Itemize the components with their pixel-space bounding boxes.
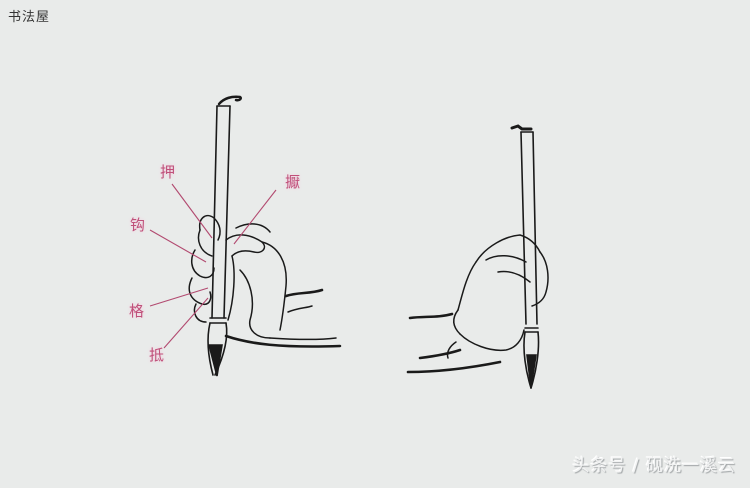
- leader-ye: [233, 189, 277, 245]
- left-brush: [207, 95, 243, 377]
- leader-di: [163, 297, 209, 349]
- label-ge: 格: [129, 302, 145, 320]
- right-hand: [406, 234, 549, 374]
- right-brush: [510, 124, 540, 389]
- label-ya: 押: [160, 163, 176, 181]
- watermark: 头条号 / 砚洗一溪云: [572, 456, 736, 476]
- label-gou: 钩: [130, 216, 146, 234]
- label-di: 抵: [149, 346, 165, 364]
- leader-lines: [149, 183, 277, 349]
- leader-ya: [171, 183, 213, 239]
- label-ye: 擫: [285, 173, 301, 191]
- site-title: 书法屋: [8, 10, 51, 25]
- leader-gou: [149, 229, 207, 263]
- left-hand: [188, 214, 342, 348]
- leader-ge: [149, 287, 209, 307]
